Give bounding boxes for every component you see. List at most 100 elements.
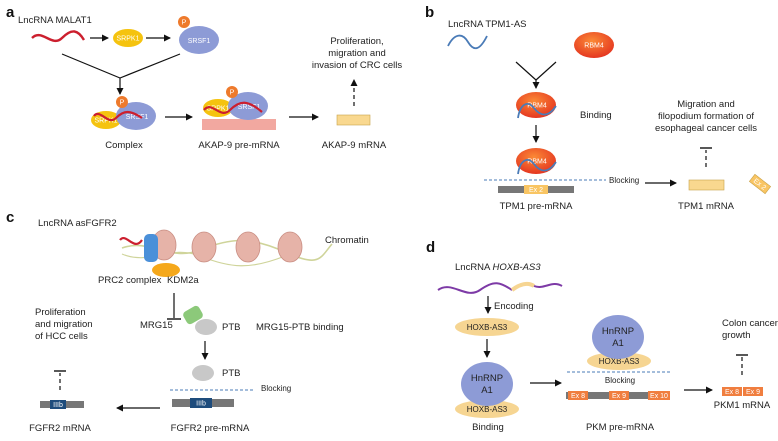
pkm-pre-mrna-label: PKM pre-mRNA <box>586 422 655 433</box>
nucleosome-icon <box>235 231 261 263</box>
ptb-label-bound: PTB <box>222 322 240 333</box>
premrna-srsf1-label: SRSF1 <box>238 104 261 111</box>
binding-hnrnpa1-line1: HnRNP <box>471 373 503 384</box>
binding-label: Binding <box>580 110 612 121</box>
crc-outcome-line3: invasion of CRC cells <box>312 60 403 71</box>
pkm-exon8 <box>568 391 588 400</box>
hoxbas3-rna-strand-left <box>437 282 513 294</box>
tpm1-exon2-label: Ex 2 <box>529 187 543 194</box>
ptb-protein-bound <box>195 319 217 335</box>
tpm1-exon2 <box>524 185 548 194</box>
crc-outcome-line2: migration and <box>328 48 386 59</box>
tpm1-mrna-label: TPM1 mRNA <box>678 201 735 212</box>
akap9-mrna-bar <box>336 114 371 126</box>
prc2-complex <box>144 234 158 262</box>
pkm1-exon8-label: Ex 8 <box>725 389 739 396</box>
ptb-protein <box>192 365 214 381</box>
premrna-phosphate-icon <box>226 86 238 98</box>
pkm-exon9 <box>609 391 629 400</box>
binding-hnrnpa1 <box>461 362 513 406</box>
hoxbas3-peptide-label: HOXB-AS3 <box>467 323 508 332</box>
esoph-outcome-line1: Migration and <box>677 99 735 110</box>
fgfr2-mrna-label: FGFR2 mRNA <box>29 423 91 434</box>
fgfr2-mrna-exon-label: IIIb <box>53 402 63 409</box>
complex-srpk1-label: SRPK1 <box>95 118 118 125</box>
pkm1-exon9-label: Ex 9 <box>746 389 760 396</box>
binding-hnrnpa1-line2: A1 <box>481 385 493 396</box>
mrg15-protein <box>183 305 203 325</box>
premrna-rna-strand <box>203 101 263 114</box>
esoph-outcome-line3: esophageal cancer cells <box>655 123 757 134</box>
srpk1-protein <box>113 29 143 47</box>
binding-peptide-label: HOXB-AS3 <box>467 405 508 414</box>
panel-c: c LncRNA asFGFR2 Chromatin PRC2 complex … <box>6 209 369 434</box>
binding-peptide <box>455 400 519 418</box>
pkm-exon10 <box>648 391 670 400</box>
excised-exon2: Ex 2 <box>748 173 772 195</box>
complex-phosphate-label: P <box>120 100 125 107</box>
complex-srsf1 <box>116 102 156 130</box>
phosphate-label: P <box>182 20 187 27</box>
hoxbas3-orf <box>510 281 536 292</box>
hoxbas3-label: LncRNA HOXB-AS3 <box>455 262 541 273</box>
malat1-label: LncRNA MALAT1 <box>18 15 92 26</box>
akap9-mrna-label: AKAP-9 mRNA <box>322 140 387 151</box>
hcc-outcome-line1: Proliferation <box>35 307 86 318</box>
b-blocking-label: Blocking <box>609 176 639 185</box>
c-blocking-label: Blocking <box>261 384 291 393</box>
pkm1-exon8 <box>722 387 742 396</box>
colon-outcome-line1: Colon cancer <box>722 318 778 329</box>
merge-line-b-left <box>515 61 537 81</box>
rbm4-label: RBM4 <box>584 43 604 50</box>
hoxbas3-peptide <box>455 318 519 336</box>
panel-a-letter: a <box>6 4 15 21</box>
pkm-hnrnpa1-line1: HnRNP <box>602 326 634 337</box>
tpm1as-rna-strand <box>447 34 488 50</box>
srpk1-label: SRPK1 <box>117 36 140 43</box>
pkm-exon10-label: Ex 10 <box>650 393 668 400</box>
pkm-hnrnpa1 <box>592 315 644 359</box>
malat1-rna-strand <box>31 30 86 43</box>
pkm1-mrna-label: PKM1 mRNA <box>714 400 771 411</box>
binding-rna-strand <box>517 103 557 119</box>
fgfr2-exon-iiib <box>190 398 212 408</box>
hoxbas3-rna-strand-right <box>533 283 563 288</box>
complex-phosphate-icon <box>116 96 128 108</box>
pkm-hnrnpa1-line2: A1 <box>612 338 624 349</box>
kdm2a-protein <box>152 263 180 277</box>
pkm-peptide-label: HOXB-AS3 <box>599 357 640 366</box>
binding-rbm4 <box>516 92 556 118</box>
premrna-srsf1 <box>228 92 268 120</box>
colon-outcome-line2: growth <box>722 330 751 341</box>
nucleosomes <box>151 229 303 263</box>
merge-line-left <box>61 53 121 79</box>
tpm1as-label: LncRNA TPM1-AS <box>448 19 527 30</box>
d-binding-label: Binding <box>472 422 504 433</box>
nucleosome-icon <box>277 231 303 263</box>
merge-line-right <box>119 53 181 79</box>
d-blocking-label: Blocking <box>605 376 635 385</box>
ptb-label: PTB <box>222 368 240 379</box>
pkm-peptide <box>587 352 651 370</box>
blocking-rbm4 <box>516 148 556 174</box>
encoding-label: Encoding <box>494 301 534 312</box>
pkm1-exon9 <box>743 387 763 396</box>
asfgfr2-rna-strand <box>119 237 143 246</box>
panel-b: b LncRNA TPM1-AS RBM4 RBM4 Binding RBM4 … <box>425 4 772 212</box>
mrg15-label: MRG15 <box>140 320 173 331</box>
chromatin-label: Chromatin <box>325 235 369 246</box>
panel-c-letter: c <box>6 209 14 226</box>
rbm4-protein <box>574 32 614 58</box>
hcc-outcome-line2: and migration <box>35 319 93 330</box>
akap9-pre-mrna-bar <box>202 119 276 130</box>
complex-srpk1 <box>91 111 121 129</box>
merge-line-b-right <box>535 61 557 81</box>
nucleosome-icon <box>191 231 217 263</box>
tpm1-mrna-bar <box>688 179 725 191</box>
phosphate-icon <box>178 16 190 28</box>
mrg15-ptb-label: MRG15-PTB binding <box>256 322 344 333</box>
premrna-srpk1-label: SRPK1 <box>207 106 230 113</box>
complex-label: Complex <box>105 140 143 151</box>
